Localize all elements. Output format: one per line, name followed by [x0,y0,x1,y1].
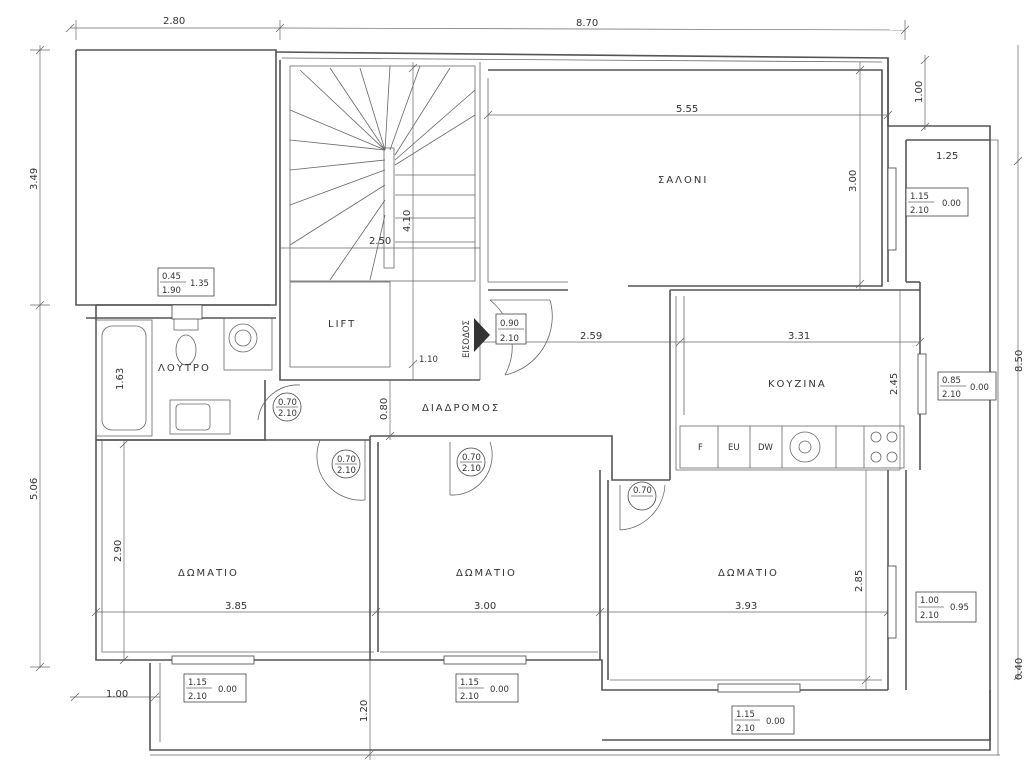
room-label-loutro: ΛΟΥΤΡΟ [158,363,211,374]
svg-text:2.10: 2.10 [188,692,207,702]
svg-text:2.10: 2.10 [500,334,519,344]
svg-text:0.70: 0.70 [462,453,481,463]
entry-arrow-icon [474,318,490,352]
svg-text:0.00: 0.00 [942,199,961,209]
dim-top-left: 2.80 [163,16,185,27]
dim-room1-width: 3.85 [225,601,247,612]
room-label-domatio-2: ΔΩΜΑΤΙΟ [456,568,517,579]
svg-text:0.70: 0.70 [337,455,356,465]
dim-room2-width: 3.00 [474,601,496,612]
svg-text:2.10: 2.10 [920,611,939,621]
dim-lift-depth: 1.10 [419,355,438,365]
svg-text:0.00: 0.00 [766,717,785,727]
appliance-fridge: F [698,443,703,453]
room-label-saloni: ΣΑΛΟΝΙ [658,175,708,186]
dim-corridor-width: 0.80 [379,398,390,420]
opening-tag-bath-window: 0.45 1.90 1.35 [157,267,215,297]
room-label-eisodos: ΕΙΣΟΔΟΣ [462,320,472,358]
opening-tag-room1-window: 1.15 2.10 0.00 [183,673,247,703]
svg-text:2.10: 2.10 [278,409,297,419]
dim-right-top: 1.00 [914,81,925,103]
dim-corridor-length: 2.59 [580,331,602,342]
opening-tag-entry-door: 0.90 2.10 [495,313,527,345]
dim-right-offset: 1.25 [936,151,958,162]
svg-text:1.15: 1.15 [736,710,755,720]
svg-text:2.10: 2.10 [942,390,961,400]
svg-text:1.35: 1.35 [190,279,209,289]
room-label-lift: LIFT [328,319,356,330]
svg-text:0.70: 0.70 [633,486,652,496]
dim-bottom-offset: 1.00 [106,689,128,700]
opening-tag-room3-door: 0.70 [627,481,657,511]
svg-text:0.85: 0.85 [942,376,961,386]
kitchen-counter [679,425,905,469]
appliance-oven: ΕU [728,443,740,453]
dim-saloni-depth: 3.00 [848,170,859,192]
svg-text:0.95: 0.95 [950,603,969,613]
dim-top-main: 8.70 [576,18,598,29]
opening-tag-kitchen-window: 0.85 2.10 0.00 [937,371,997,401]
svg-text:2.10: 2.10 [460,692,479,702]
opening-tag-room3-window: 1.15 2.10 0.00 [731,705,795,735]
room-label-diadromos: ΔΙΑΔΡΟΜΟΣ [422,403,500,414]
dim-kitchen-width: 3.31 [788,331,810,342]
room-label-domatio-1: ΔΩΜΑΤΙΟ [178,568,239,579]
dim-bath-length: 1.63 [115,368,126,390]
svg-text:1.15: 1.15 [460,678,479,688]
svg-text:2.10: 2.10 [462,464,481,474]
svg-text:0.70: 0.70 [278,398,297,408]
svg-text:0.00: 0.00 [970,383,989,393]
svg-text:2.10: 2.10 [736,724,755,734]
dim-right-bottom: 0.40 [1014,658,1024,680]
opening-tag-saloni-window: 1.15 2.10 0.00 [905,187,969,217]
dim-saloni-width: 5.55 [676,104,698,115]
dim-left-upper: 3.49 [29,168,40,190]
svg-text:0.45: 0.45 [162,272,181,282]
opening-tag-room2-window: 1.15 2.10 0.00 [455,673,519,703]
outer-dimension-lines [30,20,1023,760]
dim-stair-width: 2.50 [369,236,391,247]
dim-bottom-depth: 1.20 [359,700,370,722]
room-label-kouzina: ΚΟΥΖΙΝΑ [768,379,827,390]
svg-text:2.10: 2.10 [910,206,929,216]
appliance-dishwasher: DW [758,443,774,453]
opening-tag-room3-side-window: 1.00 2.10 0.95 [915,591,977,623]
dim-room1-depth: 2.90 [113,540,124,562]
sink-icon [789,431,821,463]
svg-text:0.00: 0.00 [218,685,237,695]
svg-text:0.90: 0.90 [500,319,519,329]
dim-room3-depth: 2.85 [854,570,865,592]
dim-right-total: 8.50 [1014,350,1024,372]
dim-kitchen-depth: 2.45 [889,373,900,395]
windows [171,167,927,693]
opening-tag-room2-door: 0.70 2.10 [456,447,486,477]
svg-text:0.00: 0.00 [490,685,509,695]
opening-tag-room1-door: 0.70 2.10 [331,449,361,479]
interior-dimension-lines [91,62,925,690]
hob-burner-icon [870,431,882,443]
staircase [289,65,476,281]
dim-stair-length: 4.10 [402,210,413,232]
svg-text:2.10: 2.10 [337,466,356,476]
svg-text:1.15: 1.15 [910,192,929,202]
opening-tag-bath-door: 0.70 2.10 [272,392,302,422]
room-label-domatio-3: ΔΩΜΑΤΙΟ [718,568,779,579]
svg-text:1.00: 1.00 [920,596,939,606]
dim-left-lower: 5.06 [29,478,40,500]
dim-room3-width: 3.93 [735,601,757,612]
svg-text:1.15: 1.15 [188,678,207,688]
svg-text:1.90: 1.90 [162,286,181,296]
